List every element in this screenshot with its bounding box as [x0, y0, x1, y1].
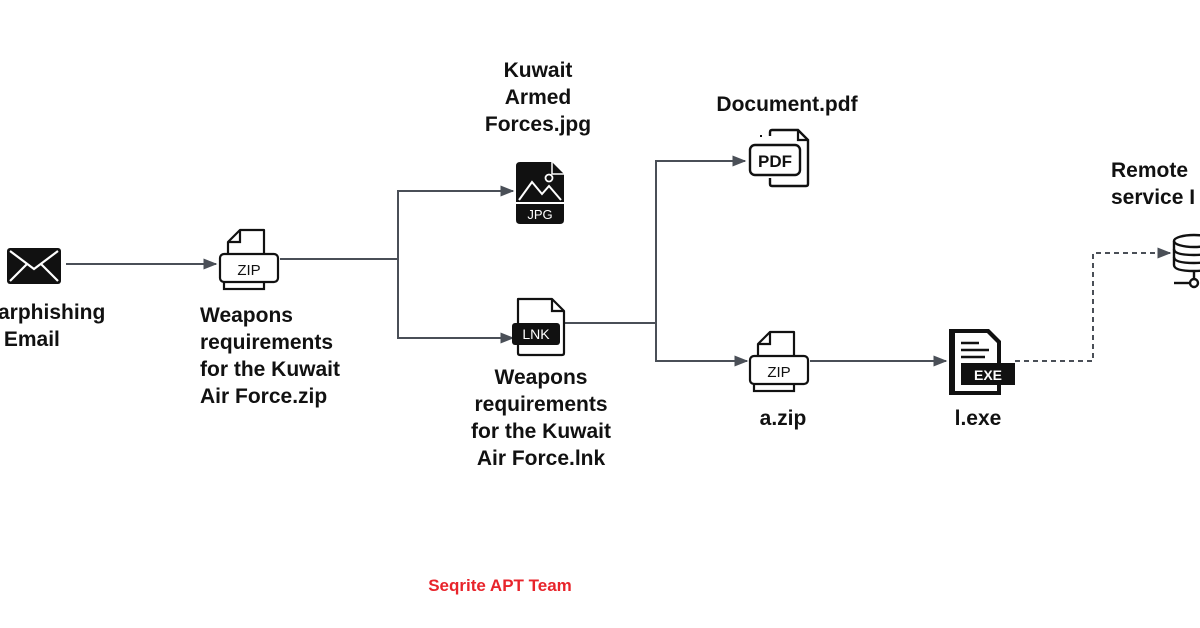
edge-exe-to-remote: [1015, 247, 1172, 362]
edge-lnk-to-pdf: [565, 155, 747, 324]
database-server-icon: [1172, 233, 1200, 289]
zip-file-icon: ZIP: [748, 330, 810, 393]
lnk-label: Weapons requirements for the Kuwait Air …: [471, 366, 611, 470]
remote-service-label: Remote service I: [1111, 159, 1196, 209]
edge-zip-to-jpg: [280, 185, 515, 260]
edge-lnk-to-zip2: [655, 323, 749, 367]
jpg-file-icon: JPG: [516, 162, 564, 224]
zip-archive-label: Weapons requirements for the Kuwait Air …: [200, 304, 340, 408]
lnk-file-icon: LNK: [512, 297, 566, 357]
zip2-badge-text: ZIP: [767, 364, 790, 381]
pdf-badge-text: PDF: [758, 152, 792, 171]
jpg-badge-text: JPG: [527, 207, 552, 222]
zip-badge-text: ZIP: [237, 262, 260, 279]
footer-credit: Seqrite APT Team: [428, 576, 572, 595]
lnk-badge-text: LNK: [522, 326, 550, 342]
exe-badge-text: EXE: [974, 367, 1002, 383]
zip2-label: a.zip: [759, 407, 807, 430]
exe-label: l.exe: [954, 407, 1002, 430]
envelope-icon: [7, 248, 61, 284]
pdf-file-icon: PDF: [748, 128, 810, 188]
edge-zip-to-lnk: [397, 259, 515, 344]
email-label: arphishing Email: [0, 301, 106, 351]
zip-file-icon: ZIP: [218, 228, 280, 291]
exe-file-icon: EXE: [949, 329, 1015, 395]
pdf-label: Document.pdf: [716, 93, 858, 116]
jpg-label: Kuwait Armed Forces.jpg: [484, 59, 592, 136]
